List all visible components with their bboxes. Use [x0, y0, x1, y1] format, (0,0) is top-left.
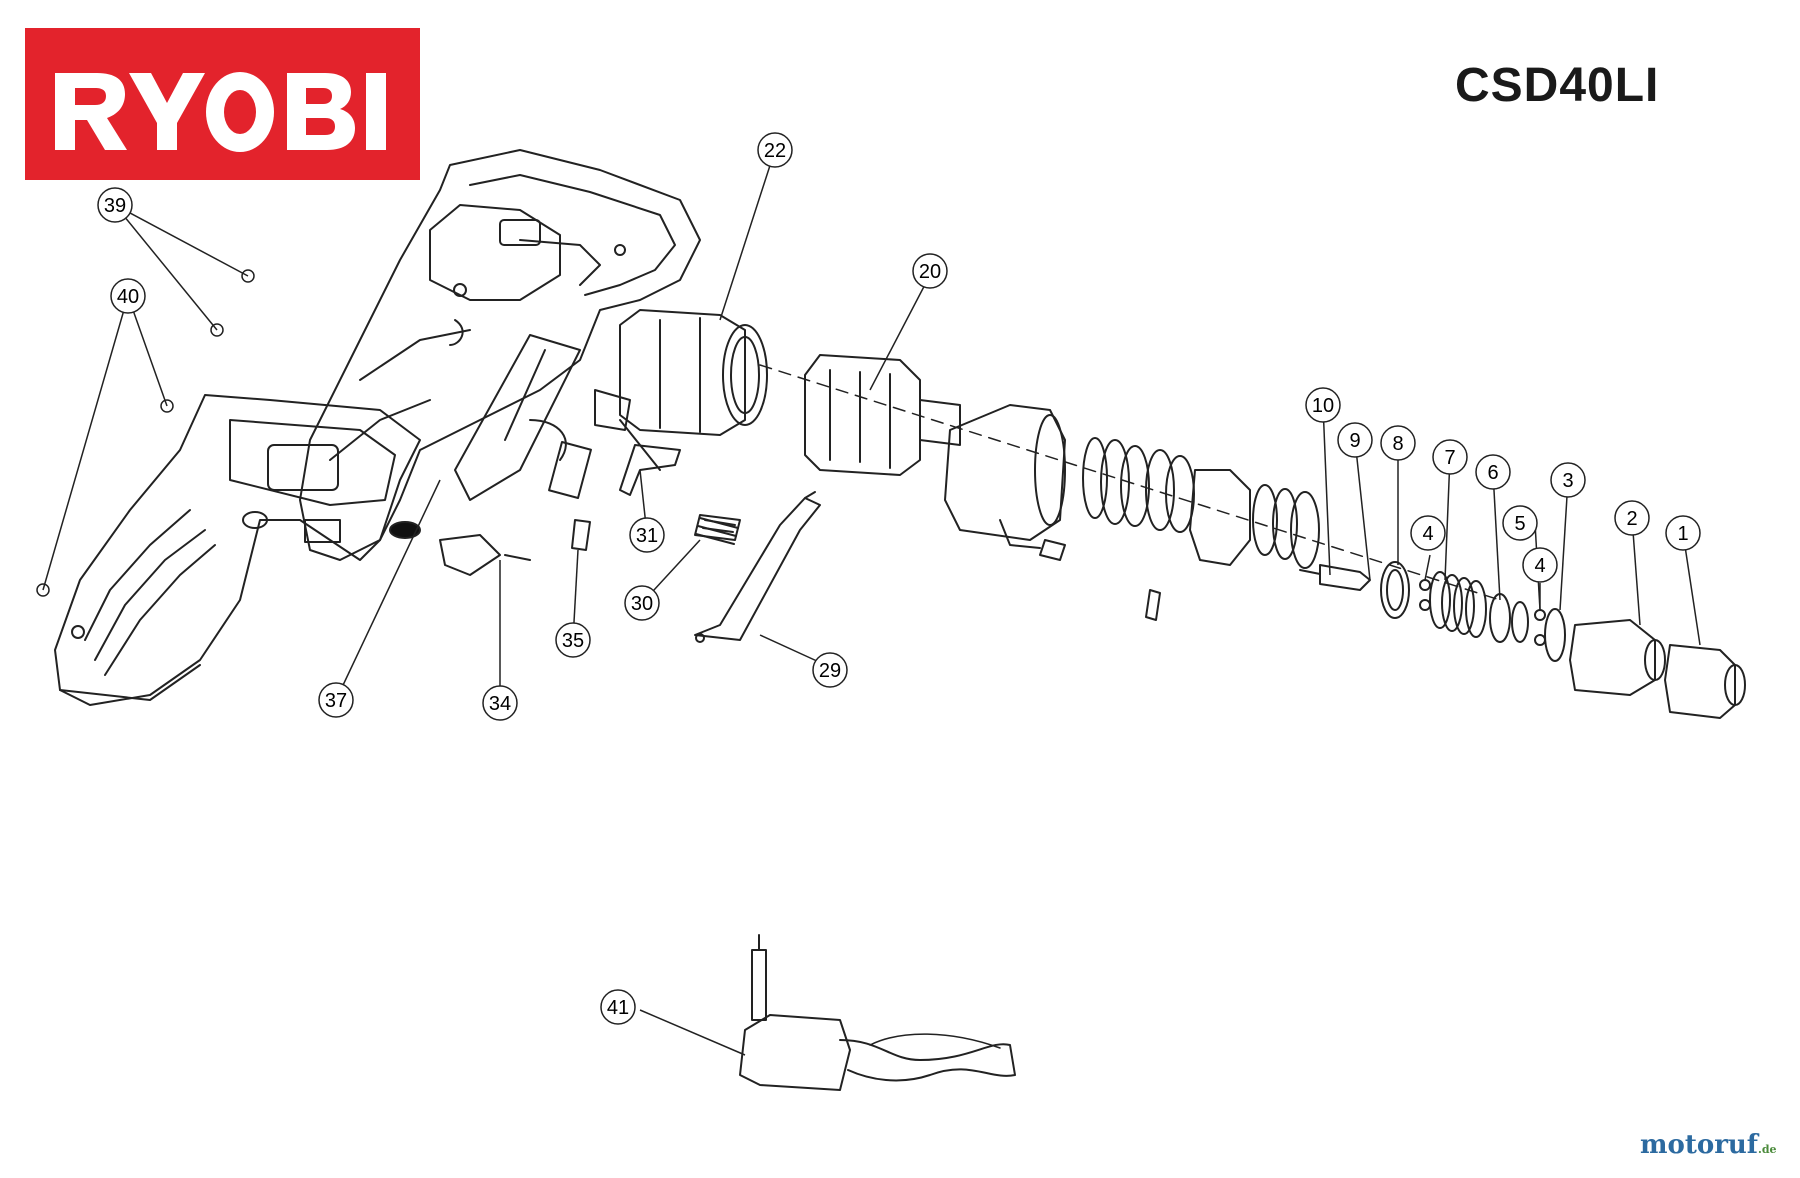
svg-text:39: 39: [104, 195, 126, 217]
front-housing: [944, 404, 1066, 549]
callout-37: 37: [318, 682, 354, 718]
battery-pack: [454, 334, 592, 501]
svg-text:4: 4: [1422, 523, 1433, 545]
callout-30: 30: [624, 585, 660, 621]
svg-text:20: 20: [919, 261, 941, 283]
callout-6: 6: [1475, 454, 1511, 490]
callout-4a: 4: [1410, 515, 1446, 551]
svg-text:30: 30: [631, 593, 653, 615]
svg-text:9: 9: [1349, 430, 1360, 452]
svg-text:3: 3: [1562, 470, 1573, 492]
callout-40: 40: [110, 278, 146, 314]
svg-text:41: 41: [607, 997, 629, 1019]
callout-22: 22: [757, 132, 793, 168]
collar-1: [1664, 644, 1746, 719]
callout-3: 3: [1550, 462, 1586, 498]
svg-text:37: 37: [325, 690, 347, 712]
callout-29: 29: [812, 652, 848, 688]
svg-text:1: 1: [1677, 523, 1688, 545]
nuts-39-40: [36, 269, 255, 597]
spring-30: [695, 517, 739, 545]
washers-and-springs: [1082, 437, 1320, 569]
svg-text:6: 6: [1487, 462, 1498, 484]
rings-and-balls: [1419, 579, 1566, 662]
model-number: CSD40LI: [1455, 59, 1660, 112]
motoruf-watermark: motoruf.de: [1640, 1130, 1777, 1160]
spindle: [1299, 561, 1410, 619]
callout-7: 7: [1432, 439, 1468, 475]
callout-9: 9: [1337, 422, 1373, 458]
leader-lines: [42, 149, 1701, 1056]
svg-text:31: 31: [636, 525, 658, 547]
callout-31: 31: [629, 517, 665, 553]
lever-29: [694, 491, 821, 643]
handle-grip: [54, 394, 421, 706]
callout-41: 41: [600, 989, 636, 1025]
svg-text:5: 5: [1514, 513, 1525, 535]
callout-10: 10: [1305, 387, 1341, 423]
callout-34: 34: [482, 685, 518, 721]
ryobi-logo-mark: [55, 72, 386, 152]
callout-4b: 4: [1522, 547, 1558, 583]
svg-text:8: 8: [1392, 433, 1403, 455]
svg-text:34: 34: [489, 693, 511, 715]
sleeve-2: [1569, 619, 1666, 696]
callout-8: 8: [1380, 425, 1416, 461]
svg-text:40: 40: [117, 286, 139, 308]
callout-35: 35: [555, 622, 591, 658]
spring-7: [1429, 571, 1487, 638]
callout-2: 2: [1614, 500, 1650, 536]
svg-text:22: 22: [764, 140, 786, 162]
motor-22: [619, 309, 768, 471]
loose-pieces: [1039, 539, 1161, 621]
callouts: 22 20 39 40 37 34 35 30 31 29 10 9 8 7 6…: [97, 132, 1701, 1025]
svg-text:29: 29: [819, 660, 841, 682]
callout-20: 20: [912, 253, 948, 289]
svg-text:35: 35: [562, 630, 584, 652]
svg-text:4: 4: [1534, 555, 1545, 577]
housing-half: [299, 149, 701, 561]
gearbox-20: [804, 354, 961, 476]
callout-39: 39: [97, 187, 133, 223]
svg-text:7: 7: [1444, 447, 1455, 469]
callout-1: 1: [1665, 515, 1701, 551]
svg-text:2: 2: [1626, 508, 1637, 530]
svg-text:10: 10: [1312, 395, 1334, 417]
callout-5: 5: [1502, 505, 1538, 541]
ryobi-logo: [25, 28, 420, 180]
charger-41: [739, 934, 1016, 1091]
